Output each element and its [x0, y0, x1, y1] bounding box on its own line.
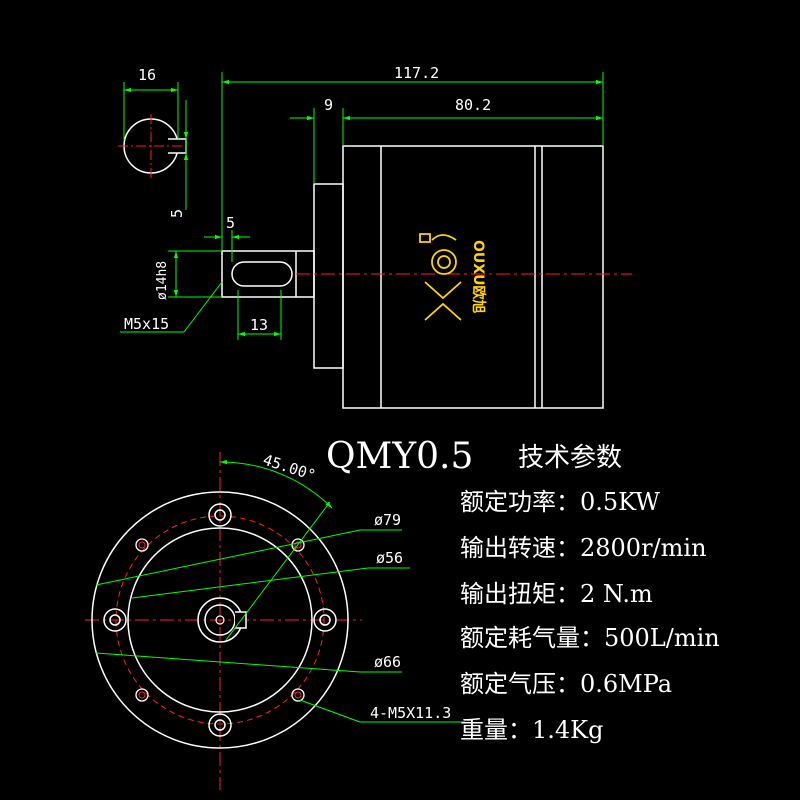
logo-text: OUXU欧旭 — [470, 240, 487, 313]
dim-key-depth-label: 5 — [168, 209, 186, 218]
thread-label: M5x15 — [124, 315, 169, 333]
spec-line-speed: 输出转速：2800r/min — [460, 534, 707, 562]
mount-hole-right — [313, 608, 337, 632]
mount-hole-bottom — [208, 713, 232, 737]
bolt-circle — [115, 515, 325, 725]
dim-overall-length — [221, 72, 604, 250]
dim-keyway-length — [237, 290, 282, 340]
dim-overall-length-label: 117.2 — [394, 64, 439, 82]
spec-line-pressure: 额定气压：0.6MPa — [460, 670, 672, 698]
front-view — [85, 452, 362, 790]
spec-heading: 技术参数 — [518, 443, 622, 473]
dim-56-label: ø56 — [376, 549, 403, 567]
spec-line-power: 额定功率：0.5KW — [460, 488, 660, 516]
inner-body — [127, 527, 313, 713]
dim-holes-label: 4-M5X11.3 — [370, 704, 451, 722]
dim-section-width-label: 16 — [138, 66, 156, 84]
model-title: QMY0.5 — [326, 436, 473, 477]
dim-section-width — [123, 82, 189, 210]
brand-logo: OUXU欧旭 — [419, 233, 487, 321]
dim-body-length-label: 80.2 — [455, 96, 491, 114]
dim-shaft-step — [204, 230, 250, 262]
spec-line-air: 额定耗气量：500L/min — [460, 624, 720, 652]
dim-shaft-step-label: 5 — [226, 214, 235, 232]
mount-hole-left — [103, 608, 127, 632]
dim-79-label: ø79 — [374, 511, 401, 529]
keyway — [231, 261, 293, 287]
dim-shaft-diameter-label: ø14h8 — [155, 261, 170, 300]
dim-flange-thickness-label: 9 — [324, 96, 333, 114]
dim-angle — [219, 459, 333, 509]
dim-shaft-diameter — [168, 250, 222, 298]
spec-line-weight: 重量：1.4Kg — [460, 716, 603, 744]
dim-angle-label: 45.00° — [261, 451, 318, 485]
dim-diameter-leaders — [95, 501, 465, 723]
spec-line-torque: 输出扭矩：2 N.m — [460, 580, 653, 608]
dim-flange-body — [290, 108, 603, 184]
dim-66-label: ø66 — [374, 653, 401, 671]
side-view — [221, 145, 604, 409]
thread-leader — [120, 281, 223, 333]
dim-keyway-length-label: 13 — [250, 316, 268, 334]
flange — [313, 183, 344, 369]
